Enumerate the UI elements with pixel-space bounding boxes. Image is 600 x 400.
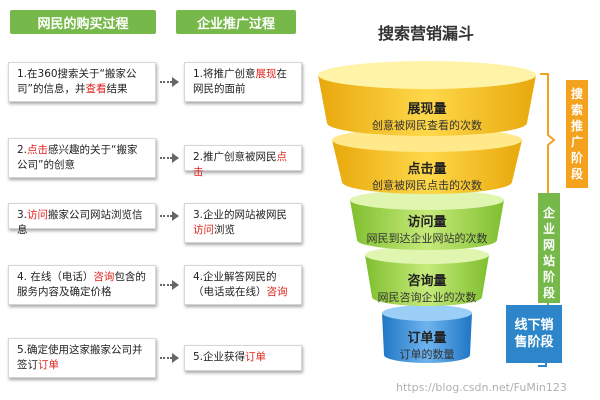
- step-text: 3.企业的网站被网民: [193, 209, 288, 221]
- step-text: 浏览: [214, 224, 235, 236]
- stage-search-promotion: 搜索推广阶段: [566, 80, 588, 188]
- stage-label: 线下销售阶段: [514, 318, 554, 350]
- funnel-label-impressions: 展现量 创意被网民查看的次数: [337, 98, 517, 133]
- step-text: 1.将推广创意: [193, 68, 256, 80]
- sales-funnel: [318, 61, 536, 363]
- buyer-step-4: 4. 在线（电话）咨询包含的服务内容及确定价格: [8, 265, 156, 305]
- highlight-keyword: 咨询: [266, 286, 288, 298]
- layer-title: 订单量: [407, 331, 447, 346]
- step-text: 4.企业解答网民的（电话或在线）: [193, 271, 277, 298]
- highlight-keyword: 展现: [255, 68, 277, 80]
- step-text: 3.: [17, 209, 28, 221]
- promotion-process-header: 企业推广过程: [176, 10, 296, 34]
- step-text: 5.确定使用这家搬家公司并签订: [17, 344, 143, 371]
- funnel-label-clicks: 点击量 创意被网民点击的次数: [337, 158, 517, 193]
- highlight-keyword: 访问: [193, 224, 214, 236]
- funnel-layer-visits: [350, 190, 504, 250]
- layer-description: 创意被网民点击的次数: [372, 179, 482, 192]
- buyer-step-3: 3.访问搬家公司网站浏览信息: [8, 203, 156, 236]
- step-text: 感兴趣的关于“搬家公司”的创意: [17, 144, 138, 171]
- arrow-right-icon: [160, 279, 180, 291]
- stage-label: 企业网站阶段: [542, 206, 555, 300]
- step-text: 结果: [106, 83, 128, 95]
- step-text: 4. 在线（电话）: [17, 271, 94, 283]
- highlight-keyword: 访问: [27, 209, 49, 221]
- funnel-layer-impressions: [318, 61, 536, 136]
- layer-title: 点击量: [407, 162, 447, 177]
- stage-offline-sales: 线下销售阶段: [506, 305, 562, 363]
- step-text: 5.企业获得: [193, 351, 246, 363]
- step-text: 2.: [17, 144, 28, 156]
- step-text: 搬家公司网站浏览信息: [17, 209, 143, 236]
- promotion-step-5: 5.企业获得订单: [184, 345, 302, 371]
- highlight-keyword: 点击: [27, 144, 49, 156]
- step-text: 包含的服务内容及确定价格: [17, 271, 146, 298]
- buyer-step-5: 5.确定使用这家搬家公司并签订订单: [8, 338, 156, 378]
- funnel-layer-inquiries: [365, 246, 489, 306]
- step-text: 1.在360搜索关于“搬家公司”的信息，并: [17, 68, 137, 95]
- highlight-keyword: 订单: [245, 351, 267, 363]
- layer-description: 网民到达企业网站的次数: [366, 232, 488, 245]
- highlight-keyword: 订单: [38, 359, 59, 371]
- promotion-step-1: 1.将推广创意展现在网民的面前: [184, 62, 302, 102]
- arrow-right-icon: [160, 152, 180, 164]
- funnel-layer-orders: [382, 305, 472, 363]
- arrow-right-icon: [160, 352, 180, 364]
- step-text: 2.推广创意被网民: [193, 151, 277, 163]
- arrow-right-icon: [160, 76, 180, 88]
- layer-description: 订单的数量: [399, 348, 455, 361]
- arrow-right-icon: [160, 210, 180, 222]
- highlight-keyword: 点击: [193, 151, 288, 178]
- layer-title: 咨询量: [407, 274, 447, 289]
- funnel-label-visits: 访问量 网民到达企业网站的次数: [337, 211, 517, 246]
- funnel-title: 搜索营销漏斗: [378, 24, 475, 43]
- buyer-step-2: 2.点击感兴趣的关于“搬家公司”的创意: [8, 138, 156, 178]
- funnel-label-orders: 订单量 订单的数量: [337, 327, 517, 362]
- promotion-step-3: 3.企业的网站被网民访问浏览: [184, 203, 302, 243]
- layer-description: 网民咨询企业的次数: [377, 291, 477, 304]
- promotion-step-4: 4.企业解答网民的（电话或在线）咨询: [184, 265, 302, 305]
- funnel-label-inquiries: 咨询量 网民咨询企业的次数: [337, 270, 517, 305]
- brace-search-stage: [540, 73, 556, 205]
- stage-label: 搜索推广阶段: [570, 87, 583, 181]
- step-text: 在网民的面前: [193, 68, 288, 95]
- buyer-process-header: 网民的购买过程: [10, 10, 156, 34]
- layer-description: 创意被网民查看的次数: [372, 119, 482, 132]
- highlight-keyword: 查看: [85, 83, 107, 95]
- watermark: https://blog.csdn.net/FuMin123: [396, 381, 567, 394]
- stage-enterprise-website: 企业网站阶段: [538, 193, 560, 303]
- layer-title: 访问量: [407, 215, 447, 230]
- promotion-step-2: 2.推广创意被网民点击: [184, 145, 302, 178]
- layer-title: 展现量: [407, 102, 447, 117]
- buyer-step-1: 1.在360搜索关于“搬家公司”的信息，并查看结果: [8, 62, 156, 102]
- highlight-keyword: 咨询: [93, 271, 115, 283]
